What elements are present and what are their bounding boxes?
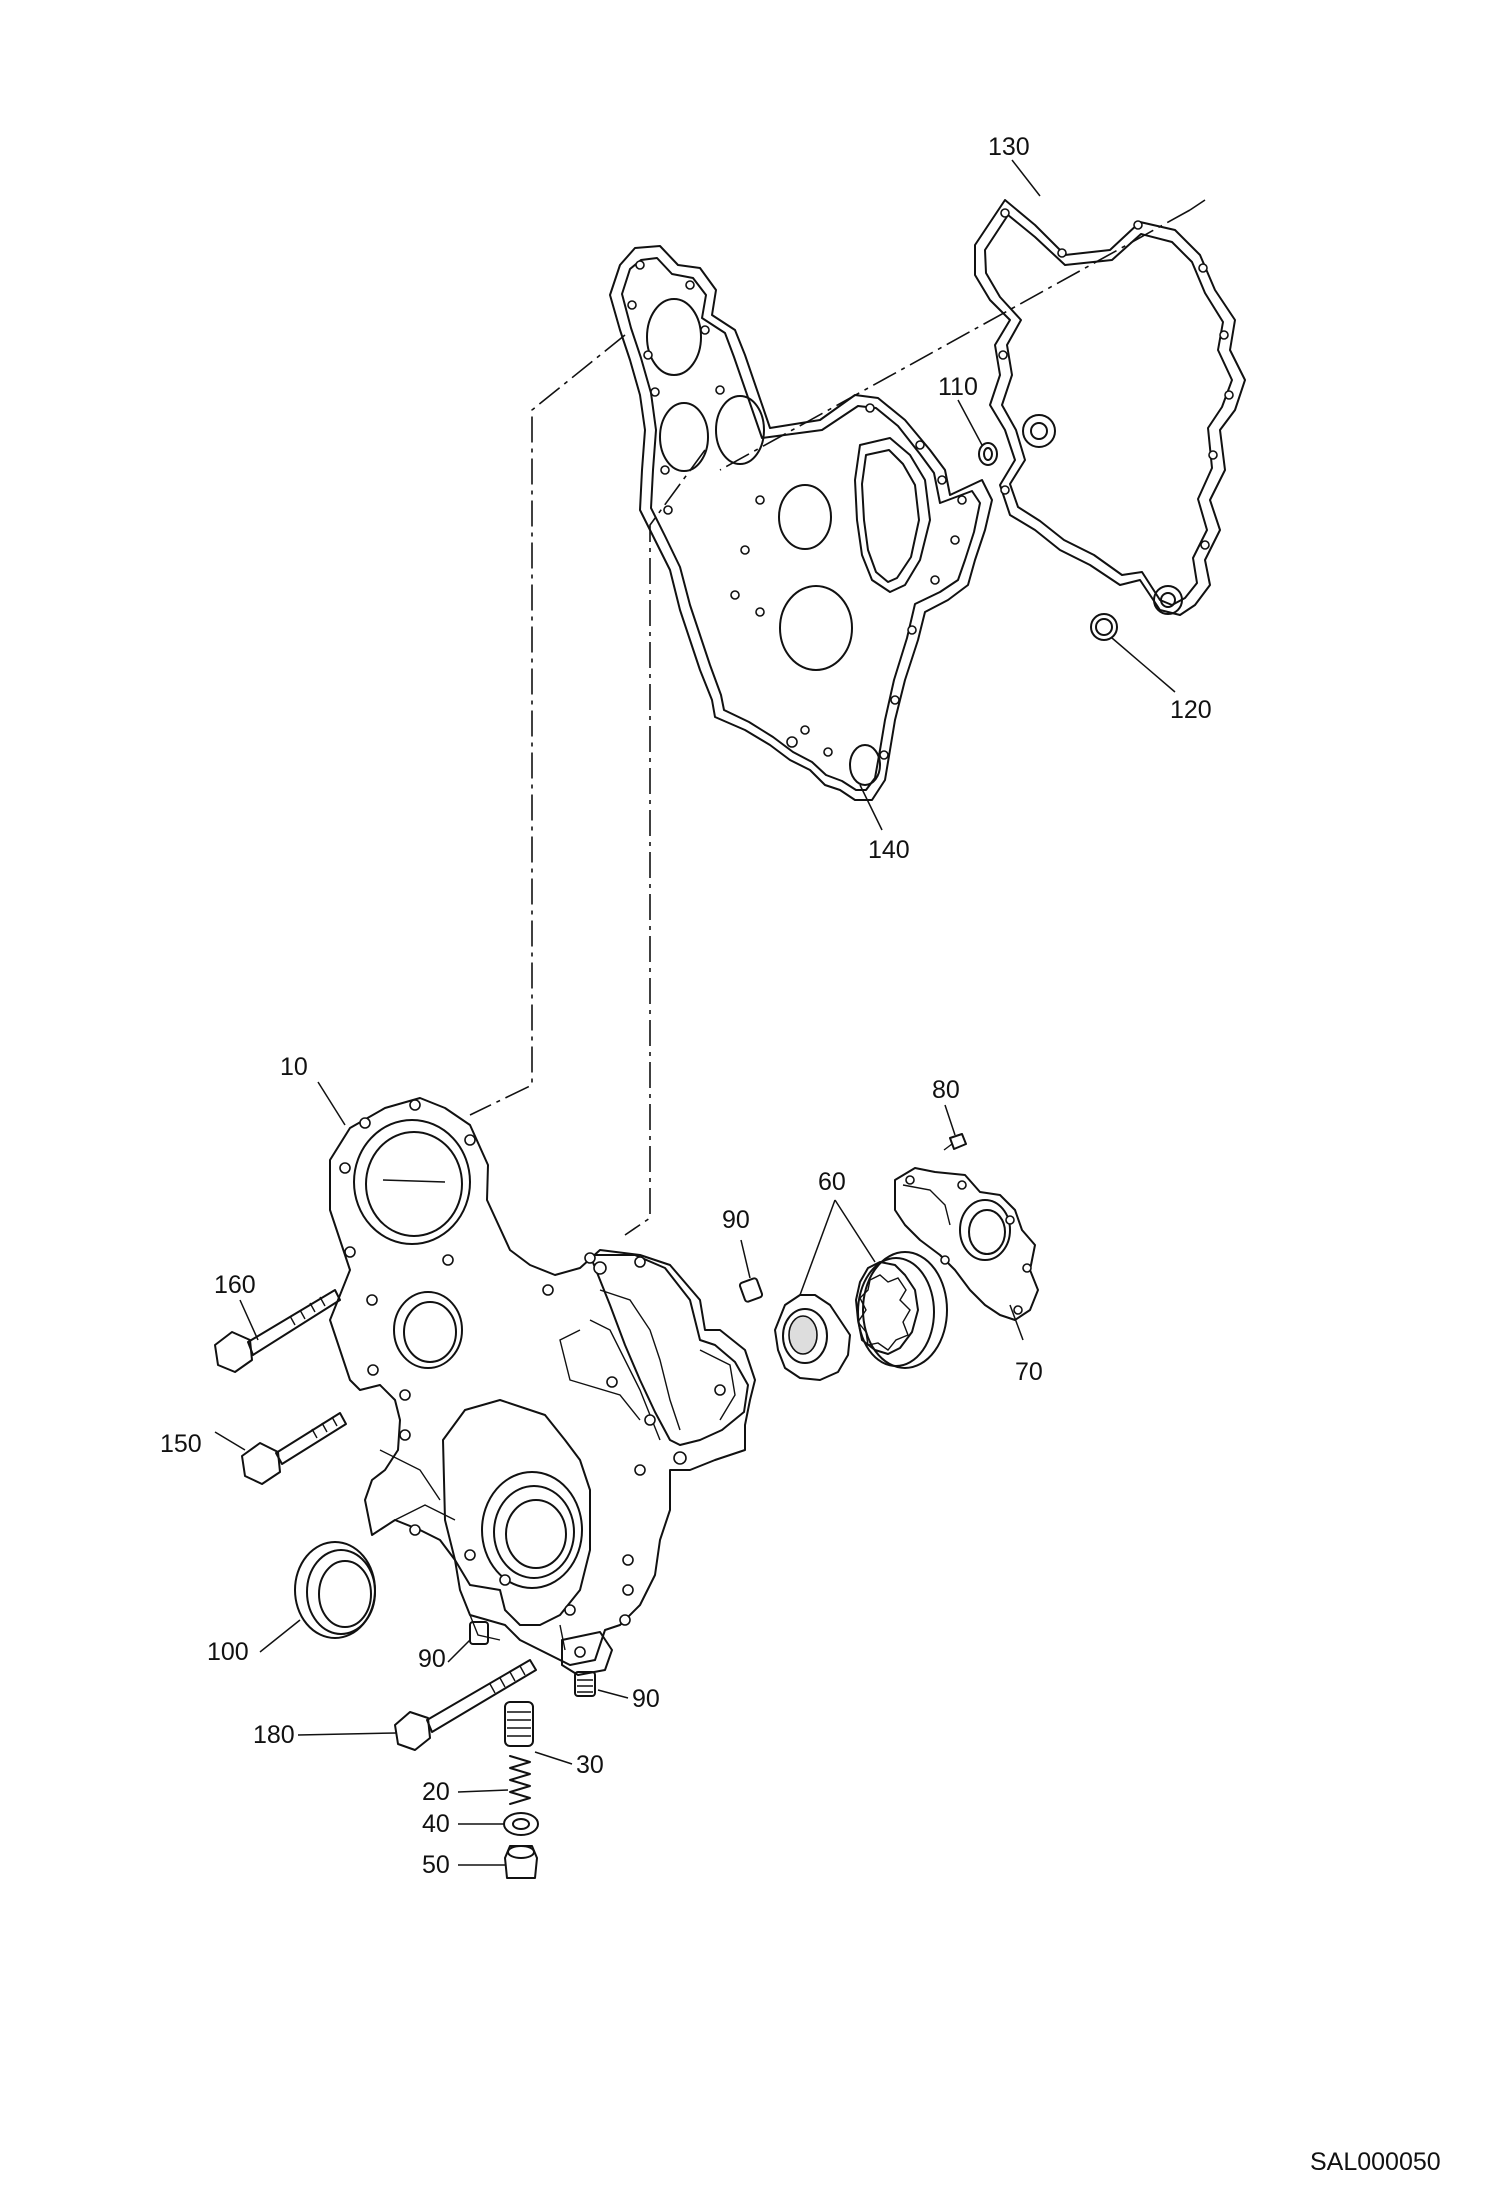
leader-lines [214,159,1176,1866]
drawing-code: SAL000050 [1310,2148,1441,2176]
oil-seal-100 [294,1541,376,1639]
plug-50 [504,1845,538,1879]
callout-90-upper: 90 [722,1206,750,1234]
callout-90-left: 90 [418,1645,446,1673]
callout-160: 160 [214,1271,256,1299]
spring-20 [509,1755,531,1805]
callout-50: 50 [422,1851,450,1879]
callout-140: 140 [868,836,910,864]
pump-cover-70 [894,1167,1039,1321]
gasket-130 [974,199,1246,616]
dowel-90-upper [738,1277,764,1303]
dowel-90-right [574,1671,596,1697]
callout-70: 70 [1015,1358,1043,1386]
rotor-60 [774,1251,948,1381]
timing-case-10 [329,1097,756,1676]
plate-140 [609,245,993,801]
callout-120: 120 [1170,696,1212,724]
alignment-lines [469,199,1206,1236]
callout-60: 60 [818,1168,846,1196]
callouts: 130 110 120 140 10 80 60 90 160 70 150 1… [160,133,1212,1879]
bolt-150 [241,1412,347,1485]
bolt-180 [394,1659,537,1751]
plunger-30 [504,1701,534,1747]
o-ring-120 [1090,613,1118,641]
dowel-90-left [469,1621,489,1645]
callout-100: 100 [207,1638,249,1666]
callout-20: 20 [422,1778,450,1806]
bolt-160 [214,1289,341,1373]
callout-110: 110 [938,373,978,401]
screw-80 [943,1133,967,1151]
callout-30: 30 [576,1751,604,1779]
callout-90-right: 90 [632,1685,660,1713]
o-ring-110 [978,442,998,466]
callout-180: 180 [253,1721,295,1749]
callout-40: 40 [422,1810,450,1838]
washer-40 [503,1812,539,1836]
callout-10: 10 [280,1053,308,1081]
callout-150: 150 [160,1430,202,1458]
callout-80: 80 [932,1076,960,1104]
callout-130: 130 [988,133,1030,161]
